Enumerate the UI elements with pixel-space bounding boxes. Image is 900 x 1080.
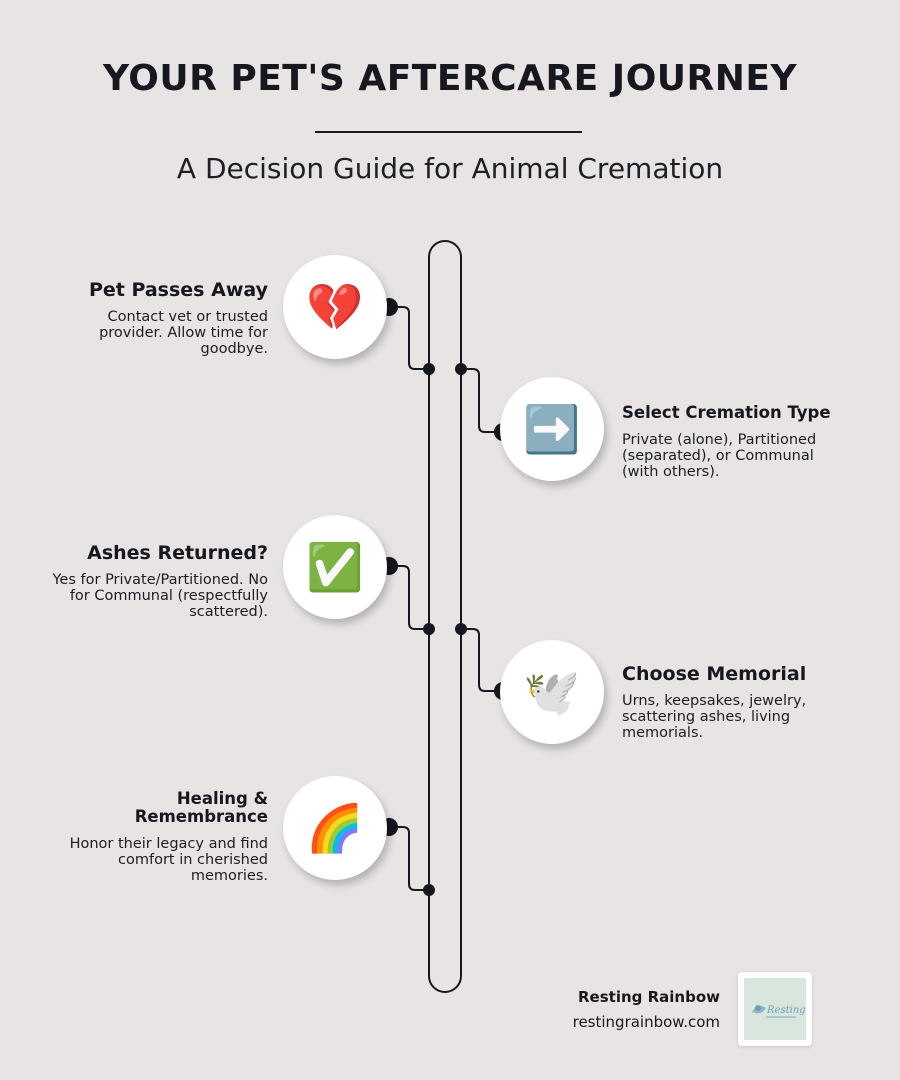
dove-icon: 🕊️	[523, 666, 581, 718]
step-1-title: Pet Passes Away	[88, 279, 268, 301]
broken-heart-icon: 💔	[306, 281, 364, 333]
step-5-circle: 🌈	[283, 776, 387, 880]
step-3-circle: ✅	[283, 515, 387, 619]
timeline-dot	[455, 363, 467, 375]
timeline-track	[428, 240, 462, 993]
timeline-dot	[423, 363, 435, 375]
rainbow-icon: 🌈	[306, 802, 364, 854]
step-5-title: Healing & Remembrance	[134, 789, 268, 826]
step-2-description: Private (alone), Partitioned (separated)…	[622, 432, 817, 480]
step-1-text: Pet Passes Away Contact vet or trusted p…	[50, 279, 268, 358]
step-2-title: Select Cremation Type	[622, 403, 831, 422]
timeline-dot	[423, 623, 435, 635]
step-5-description: Honor their legacy and find comfort in c…	[69, 836, 268, 884]
connector-step-2	[461, 368, 503, 433]
timeline-dot	[455, 623, 467, 635]
timeline-dot	[423, 884, 435, 896]
connector-step-3	[389, 565, 429, 630]
logo-mark-icon: Resting	[744, 978, 806, 1040]
title-divider	[315, 131, 582, 133]
connector-step-4	[461, 628, 503, 692]
step-1-description: Contact vet or trusted provider. Allow t…	[99, 309, 268, 357]
step-2-circle: ➡️	[500, 377, 604, 481]
step-4-description: Urns, keepsakes, jewelry, scattering ash…	[622, 693, 807, 741]
step-4-title: Choose Memorial	[622, 663, 807, 685]
logo-text: Resting	[766, 1005, 806, 1016]
logo-image: Resting	[744, 978, 806, 1040]
step-3-text: Ashes Returned? Yes for Private/Partitio…	[40, 542, 269, 621]
step-2-text: Select Cremation Type Private (alone), P…	[622, 403, 852, 481]
connector-step-5	[389, 826, 429, 891]
step-3-description: Yes for Private/Partitioned. No for Comm…	[52, 572, 269, 620]
connector-step-1	[389, 306, 429, 370]
brand-url[interactable]: restingrainbow.com	[572, 1013, 720, 1031]
step-1-circle: 💔	[283, 255, 387, 359]
step-4-circle: 🕊️	[500, 640, 604, 744]
brand-logo: Resting	[738, 972, 812, 1046]
step-3-title: Ashes Returned?	[87, 542, 268, 564]
step-5-text: Healing & Remembrance Honor their legacy…	[60, 789, 268, 885]
brand-name: Resting Rainbow	[578, 988, 720, 1006]
check-mark-icon: ✅	[306, 541, 364, 593]
page-subtitle: A Decision Guide for Animal Cremation	[176, 152, 724, 185]
right-arrow-icon: ➡️	[523, 403, 581, 455]
step-4-text: Choose Memorial Urns, keepsakes, jewelry…	[622, 663, 842, 742]
page-title: YOUR PET'S AFTERCARE JOURNEY	[102, 58, 798, 99]
